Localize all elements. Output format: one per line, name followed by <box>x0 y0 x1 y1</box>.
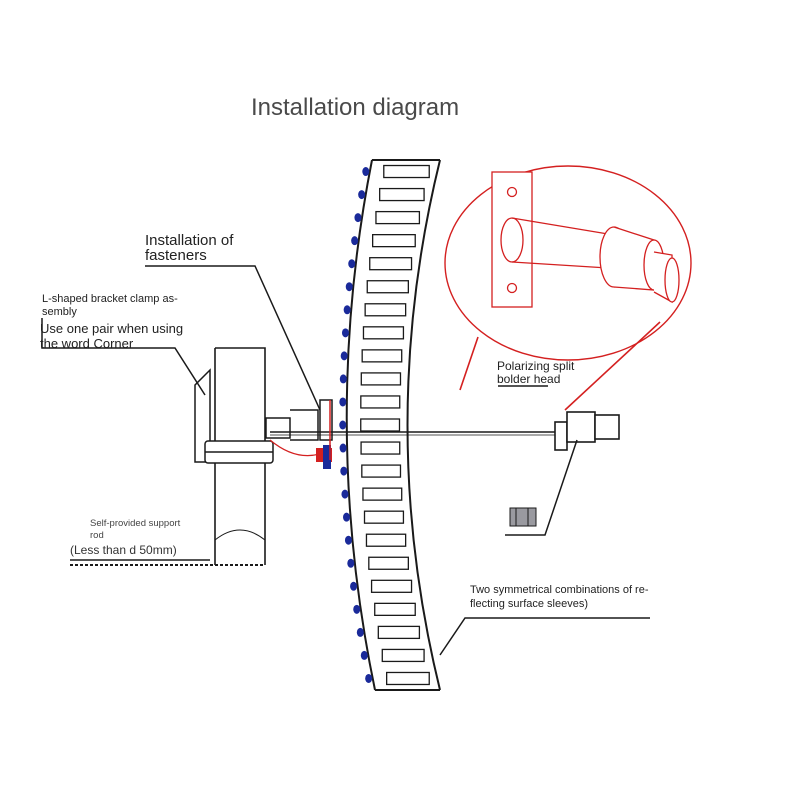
panel-slot <box>365 533 407 547</box>
panel-bolt <box>350 581 358 591</box>
panel-slot <box>374 602 416 616</box>
sleeves-label: Two symmetrical combinations of re- flec… <box>470 583 649 611</box>
sleeves-label-line2: flecting surface sleeves) <box>470 598 588 610</box>
panel-bolt <box>345 282 353 292</box>
panel-slot <box>386 671 430 686</box>
split-bolt-label-line2: bolder head <box>497 372 561 386</box>
panel-bolt <box>362 167 370 177</box>
panel-slot <box>381 648 425 663</box>
fasteners-label: Installation of fasteners <box>145 233 233 263</box>
panel-bolt <box>339 443 347 453</box>
panel-slot <box>377 625 421 640</box>
rod-label-line2: rod <box>90 530 104 541</box>
rod-size-label: (Less than d 50mm) <box>70 543 177 557</box>
panel-slot <box>379 187 425 202</box>
detail-circle <box>444 165 692 411</box>
reflecting-panel <box>345 159 441 691</box>
panel-bolt <box>341 328 349 338</box>
fasteners-label-line2: fasteners <box>145 247 207 264</box>
panel-slot <box>383 164 430 179</box>
panel-bolt <box>340 351 348 361</box>
panel-bolt <box>339 374 347 384</box>
panel-bolt <box>358 190 366 200</box>
panel-bolt <box>341 489 349 499</box>
corner-note-line1: Use one pair when using <box>40 321 184 336</box>
panel-bolt <box>343 512 351 522</box>
panel-bolt <box>360 650 368 660</box>
panel-slot <box>361 464 402 478</box>
corner-note-line2: the word Corner <box>40 336 134 351</box>
fastener-highlight <box>269 400 332 469</box>
panel-slot <box>362 326 405 340</box>
split-bolt-label-line1: Polarizing split <box>497 359 575 373</box>
sleeves-label-line1: Two symmetrical combinations of re- <box>470 584 649 596</box>
panel-slot <box>364 303 407 317</box>
bolt-detail-drawing <box>491 171 680 308</box>
panel-slot <box>362 487 403 501</box>
l-bracket-clamp <box>194 368 333 464</box>
bracket-label: L-shaped bracket clamp as- sembly <box>42 293 178 319</box>
panel-bolts <box>339 167 373 683</box>
panel-bolt <box>356 627 364 637</box>
bracket-label-line1: L-shaped bracket clamp as- <box>42 293 178 305</box>
panel-bolt <box>365 673 373 683</box>
panel-slot <box>372 234 416 248</box>
bracket-label-line2: sembly <box>42 306 77 318</box>
panel-slots <box>360 164 430 686</box>
support-rod <box>70 347 266 566</box>
panel-bolt <box>347 558 355 568</box>
panel-slot <box>366 280 409 294</box>
panel-slot <box>363 510 405 524</box>
panel-bolt <box>353 604 361 614</box>
panel-bolt <box>339 397 347 407</box>
panel-bolt <box>348 259 356 269</box>
rod-label-line1: Self-provided support <box>90 518 181 529</box>
corner-note: Use one pair when using the word Corner <box>40 321 183 351</box>
diagram-title: Installation diagram <box>251 94 460 121</box>
leader-lines <box>41 265 650 656</box>
panel-slot <box>360 395 401 409</box>
rod-label: Self-provided support rod <box>90 518 180 542</box>
panel-bolt <box>354 213 362 223</box>
nut-icon <box>509 507 537 527</box>
main-rod <box>270 411 620 451</box>
fasteners-label-line1: Installation of <box>145 232 234 249</box>
split-bolt-label: Polarizing split bolder head <box>497 360 574 386</box>
panel-slot <box>361 349 403 363</box>
panel-slot <box>360 418 401 432</box>
panel-slot <box>368 556 409 570</box>
panel-slot <box>375 210 421 225</box>
panel-slot <box>369 257 413 271</box>
panel-bolt <box>339 420 347 430</box>
panel-slot <box>360 372 402 386</box>
panel-bolt <box>351 236 359 246</box>
panel-bolt <box>343 305 351 315</box>
panel-slot <box>360 441 401 455</box>
panel-bolt <box>344 535 352 545</box>
panel-bolt <box>340 466 348 476</box>
panel-slot <box>370 579 413 593</box>
